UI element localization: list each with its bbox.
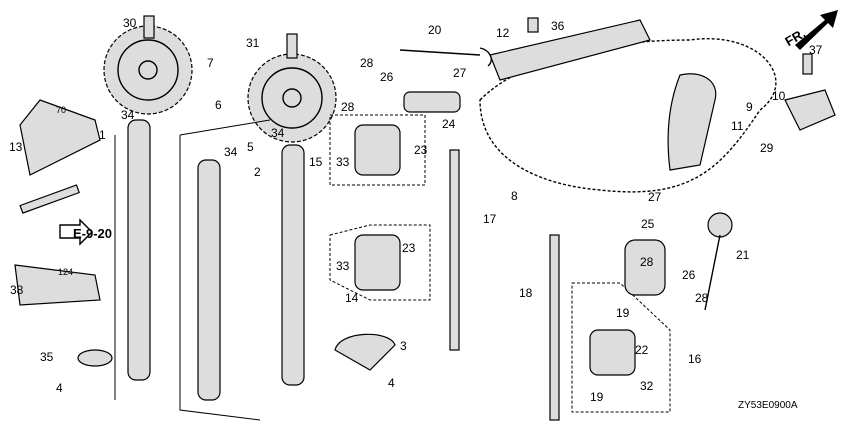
callout[interactable]: 21 [736,248,750,262]
callout[interactable]: 26 [380,70,394,84]
camshafts [127,119,305,401]
callout[interactable]: 6 [215,98,222,112]
callout[interactable]: 34 [121,108,135,122]
callout[interactable]: 27 [648,190,662,204]
callout[interactable]: 16 [688,352,702,366]
bolts [143,15,813,75]
callout[interactable]: 5 [247,140,254,154]
outline-boxes [114,114,671,421]
callout[interactable]: 23 [414,143,428,157]
callout[interactable]: 24 [442,117,456,131]
callout[interactable]: 1 [99,128,106,142]
chain-guide [489,19,651,81]
callout[interactable]: 14 [345,291,359,305]
callout[interactable]: 19 [616,306,630,320]
callouts: 30 7 31 6 34 1 13 38 35 4 34 2 5 34 3 4 … [9,16,823,404]
callout[interactable]: 28 [695,291,709,305]
dimension-70: 70 [56,105,66,115]
callout[interactable]: 36 [551,19,565,33]
callout[interactable]: 28 [360,56,374,70]
callout[interactable]: 18 [519,286,533,300]
callout[interactable]: 28 [341,100,355,114]
valves-springs [399,47,733,311]
callout[interactable]: 25 [641,217,655,231]
callout[interactable]: 20 [428,23,442,37]
callout[interactable]: 10 [772,89,786,103]
callout[interactable]: 29 [760,141,774,155]
callout[interactable]: 22 [635,343,649,357]
callout[interactable]: 3 [400,339,407,353]
callout[interactable]: 28 [640,255,654,269]
camshaft-sprocket-right [247,53,337,143]
dimension-124: 124 [58,267,73,277]
callout[interactable]: 34 [224,145,238,159]
cam-covers [14,99,396,371]
callout[interactable]: 33 [336,259,350,273]
cam-chain [479,38,777,193]
callout[interactable]: 26 [682,268,696,282]
direction-arrow [795,10,838,50]
callout[interactable]: 31 [246,36,260,50]
callout[interactable]: 12 [496,26,510,40]
callout[interactable]: 7 [207,56,214,70]
callout[interactable]: 17 [483,212,497,226]
chain-tensioner [667,73,836,171]
rocker-arms [354,124,636,376]
callout[interactable]: 19 [590,390,604,404]
callout[interactable]: 30 [123,16,137,30]
callout[interactable]: 34 [271,126,285,140]
callout[interactable]: 8 [511,189,518,203]
callout[interactable]: 13 [9,140,23,154]
diagram-code: ZY53E0900A [738,400,798,411]
callout[interactable]: 27 [453,66,467,80]
callout[interactable]: 32 [640,379,654,393]
callout[interactable]: 23 [402,241,416,255]
callout[interactable]: 33 [336,155,350,169]
callout[interactable]: 38 [10,283,24,297]
callout[interactable]: 4 [56,381,63,395]
callout[interactable]: 15 [309,155,323,169]
callout[interactable]: 4 [388,376,395,390]
callout[interactable]: 9 [746,100,753,114]
callout[interactable]: 11 [731,119,744,133]
camshaft-sprocket-left [103,25,193,115]
callout[interactable]: 35 [40,350,54,364]
callout[interactable]: 37 [809,43,823,57]
push-rods [449,149,560,421]
reference-label[interactable]: E-9-20 [73,226,112,241]
callout[interactable]: 2 [254,165,261,179]
